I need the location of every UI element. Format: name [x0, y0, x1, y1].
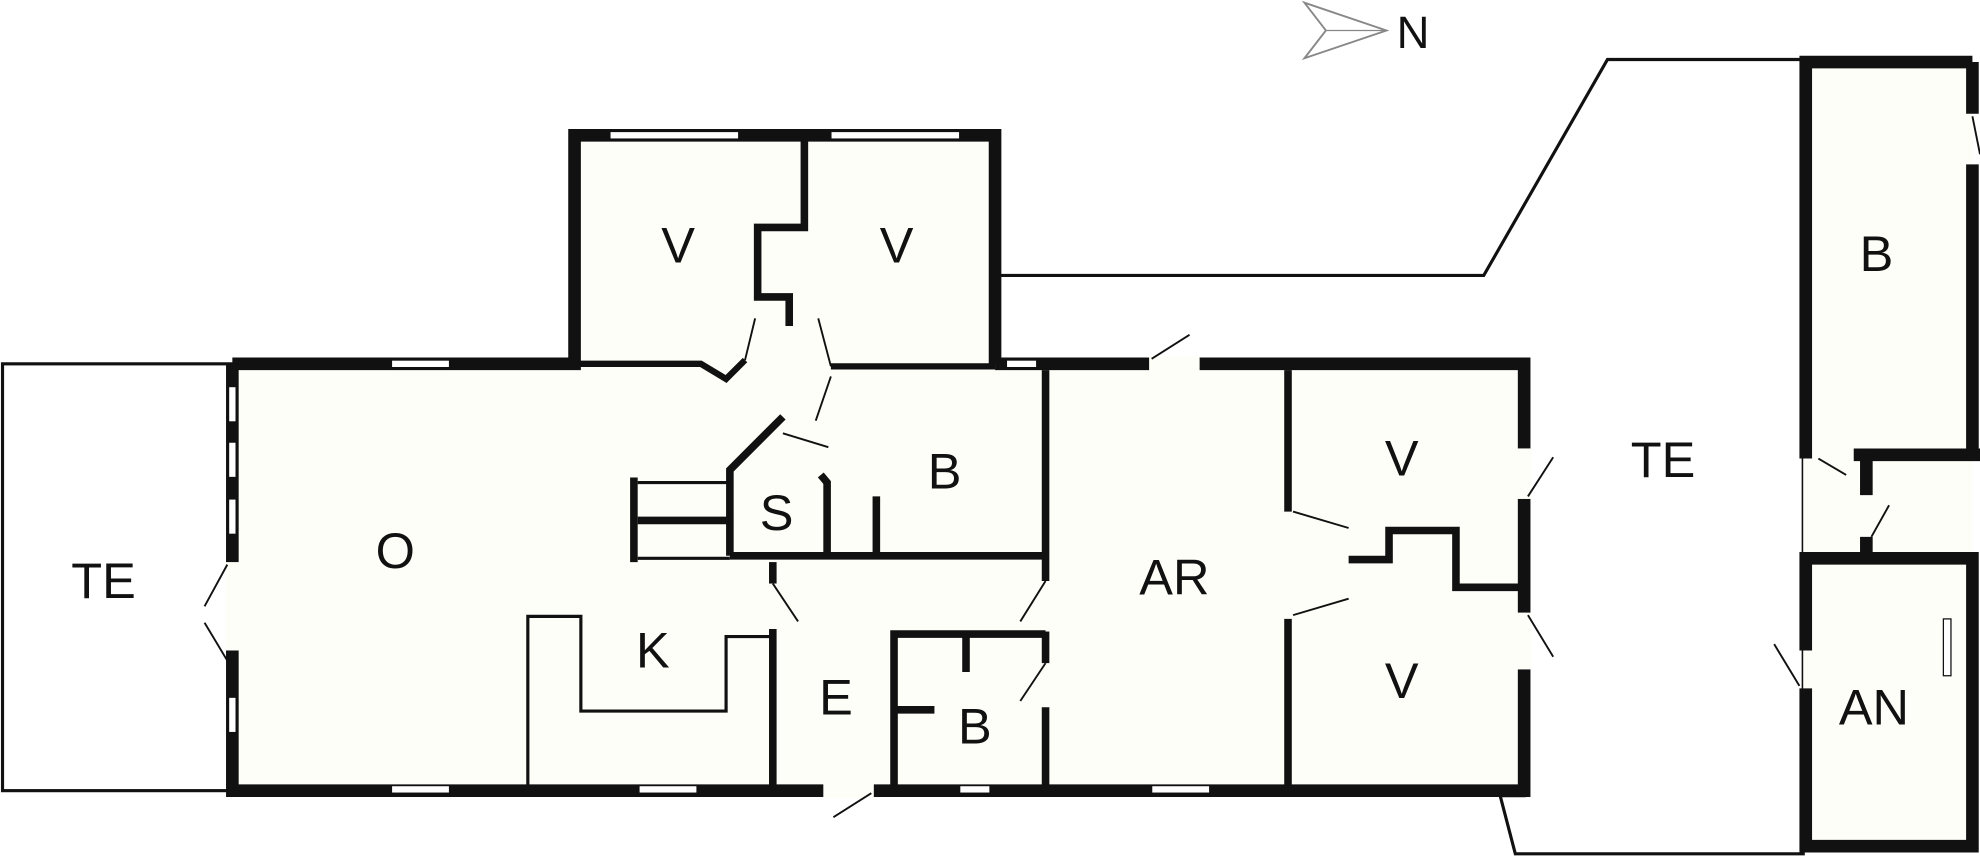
room-label-bedroom-1: V: [661, 216, 695, 273]
windows: [227, 130, 1952, 794]
room-label-bedroom-3: V: [1385, 430, 1419, 487]
north-arrow-icon: [1301, 0, 1390, 61]
doors: [203, 116, 1980, 818]
room-label-activity-room: AR: [1139, 548, 1209, 605]
room-label-bedroom-2: V: [880, 216, 914, 273]
room-label-entrance: E: [819, 668, 853, 725]
room-label-annex: AN: [1839, 678, 1909, 735]
room-label-bathroom-3: B: [1860, 225, 1894, 282]
room-label-bathroom-1: B: [928, 442, 962, 499]
room-label-living: O: [376, 522, 415, 579]
house-floor: [232, 363, 1525, 791]
room-label-bedroom-4: V: [1385, 652, 1419, 709]
room-label-bathroom-2: B: [958, 697, 992, 754]
room-label-terrace-west: TE: [71, 552, 136, 609]
room-label-terrace-east: TE: [1631, 431, 1696, 488]
room-label-sauna: S: [760, 484, 794, 541]
room-label-kitchen: K: [636, 622, 670, 679]
bedroom-wing-floor: [574, 135, 998, 369]
north-label: N: [1397, 7, 1430, 58]
